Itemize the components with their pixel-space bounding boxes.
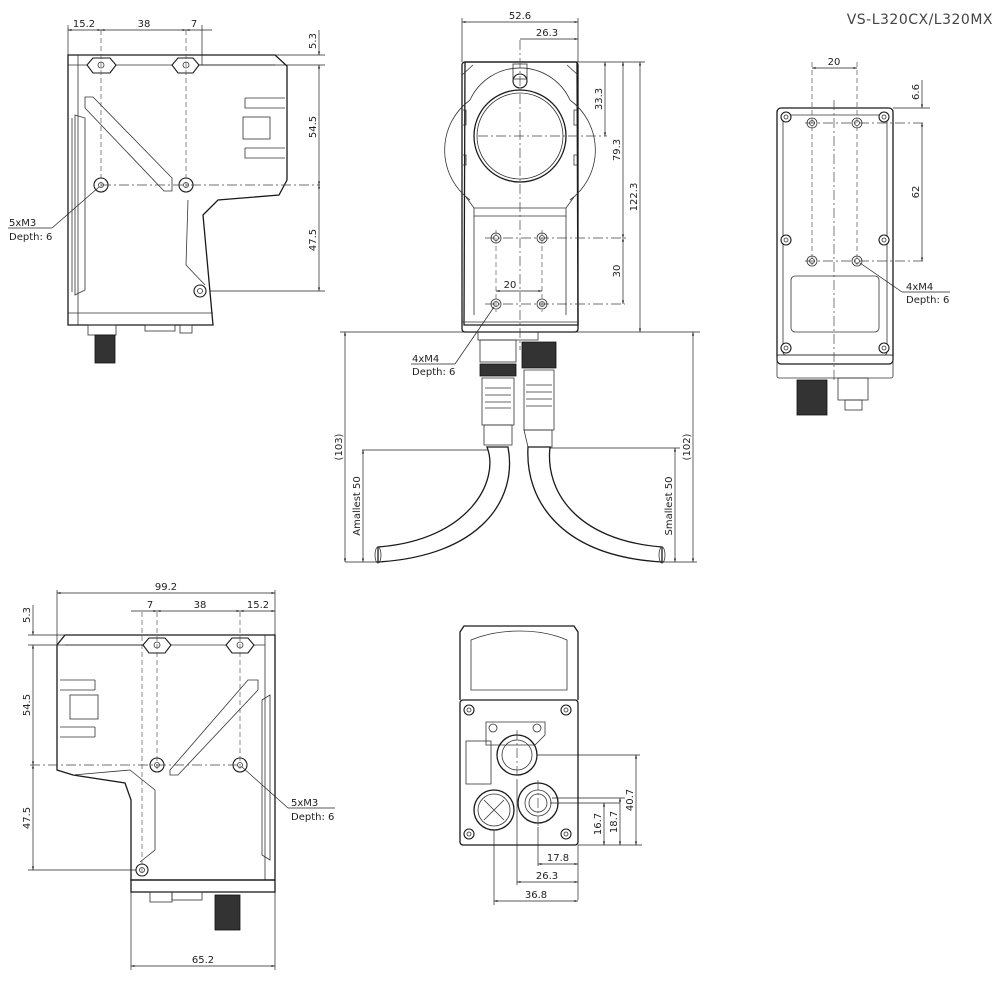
dim-7: 7 bbox=[147, 600, 153, 611]
dim-47-5: 47.5 bbox=[22, 807, 33, 829]
model-title: VS-L320CX/L320MX bbox=[847, 12, 993, 28]
dim-cable-102: (102) bbox=[682, 433, 693, 460]
back-view: 20 6.6 62 4xM4 Depth: 6 bbox=[776, 57, 950, 416]
right-side-view: 99.2 7 38 15.2 5.3 54.5 47.5 65.2 5xM3 D… bbox=[22, 582, 335, 970]
bottom-view: 40.7 18.7 16.7 17.8 26.3 36.8 bbox=[459, 625, 642, 905]
dim-bend-right: Smallest 50 bbox=[664, 477, 675, 536]
thread-note-m3: 5xM3 bbox=[291, 798, 318, 809]
dim-122-3: 122.3 bbox=[629, 183, 640, 212]
dim-26-3: 26.3 bbox=[536, 871, 558, 882]
dim-26-3: 26.3 bbox=[536, 28, 558, 39]
dim-20: 20 bbox=[504, 280, 517, 291]
dim-54-5: 54.5 bbox=[22, 694, 33, 716]
dim-36-8: 36.8 bbox=[525, 890, 547, 901]
dim-33-3: 33.3 bbox=[594, 88, 605, 110]
dim-38: 38 bbox=[194, 600, 207, 611]
dim-20: 20 bbox=[828, 57, 841, 68]
left-side-view: 15.2 38 7 5.3 54.5 47.5 5xM3 Depth: 6 bbox=[8, 19, 325, 364]
thread-note-m4: 4xM4 bbox=[906, 282, 933, 293]
depth-note: Depth: 6 bbox=[9, 232, 52, 243]
dim-30: 30 bbox=[612, 265, 623, 278]
dim-65-2: 65.2 bbox=[192, 955, 214, 966]
dim-cable-103: (103) bbox=[334, 433, 345, 460]
dim-47-5: 47.5 bbox=[308, 229, 319, 251]
depth-note: Depth: 6 bbox=[906, 295, 949, 306]
dim-5-3: 5.3 bbox=[308, 33, 319, 49]
thread-note-m4: 4xM4 bbox=[412, 354, 439, 365]
dim-15-2: 15.2 bbox=[73, 19, 95, 30]
dim-6-6: 6.6 bbox=[911, 84, 922, 100]
dim-99-2: 99.2 bbox=[155, 582, 177, 593]
depth-note: Depth: 6 bbox=[291, 812, 334, 823]
dim-15-2: 15.2 bbox=[247, 600, 269, 611]
dim-40-7: 40.7 bbox=[625, 789, 636, 811]
depth-note: Depth: 6 bbox=[412, 367, 455, 378]
dim-62: 62 bbox=[911, 186, 922, 199]
dim-54-5: 54.5 bbox=[308, 116, 319, 138]
dim-5-3: 5.3 bbox=[22, 607, 33, 623]
dim-7: 7 bbox=[191, 19, 197, 30]
dim-16-7: 16.7 bbox=[593, 813, 604, 835]
front-view: 52.6 26.3 33.3 79.3 30 122.3 20 4xM4 Dep… bbox=[334, 11, 700, 564]
dim-bend-left: Amallest 50 bbox=[352, 476, 363, 535]
dim-38: 38 bbox=[138, 19, 151, 30]
dim-52-6: 52.6 bbox=[509, 11, 531, 22]
thread-note-m3: 5xM3 bbox=[9, 218, 36, 229]
dim-18-7: 18.7 bbox=[609, 811, 620, 833]
dim-17-8: 17.8 bbox=[547, 853, 569, 864]
dim-79-3: 79.3 bbox=[612, 139, 623, 161]
